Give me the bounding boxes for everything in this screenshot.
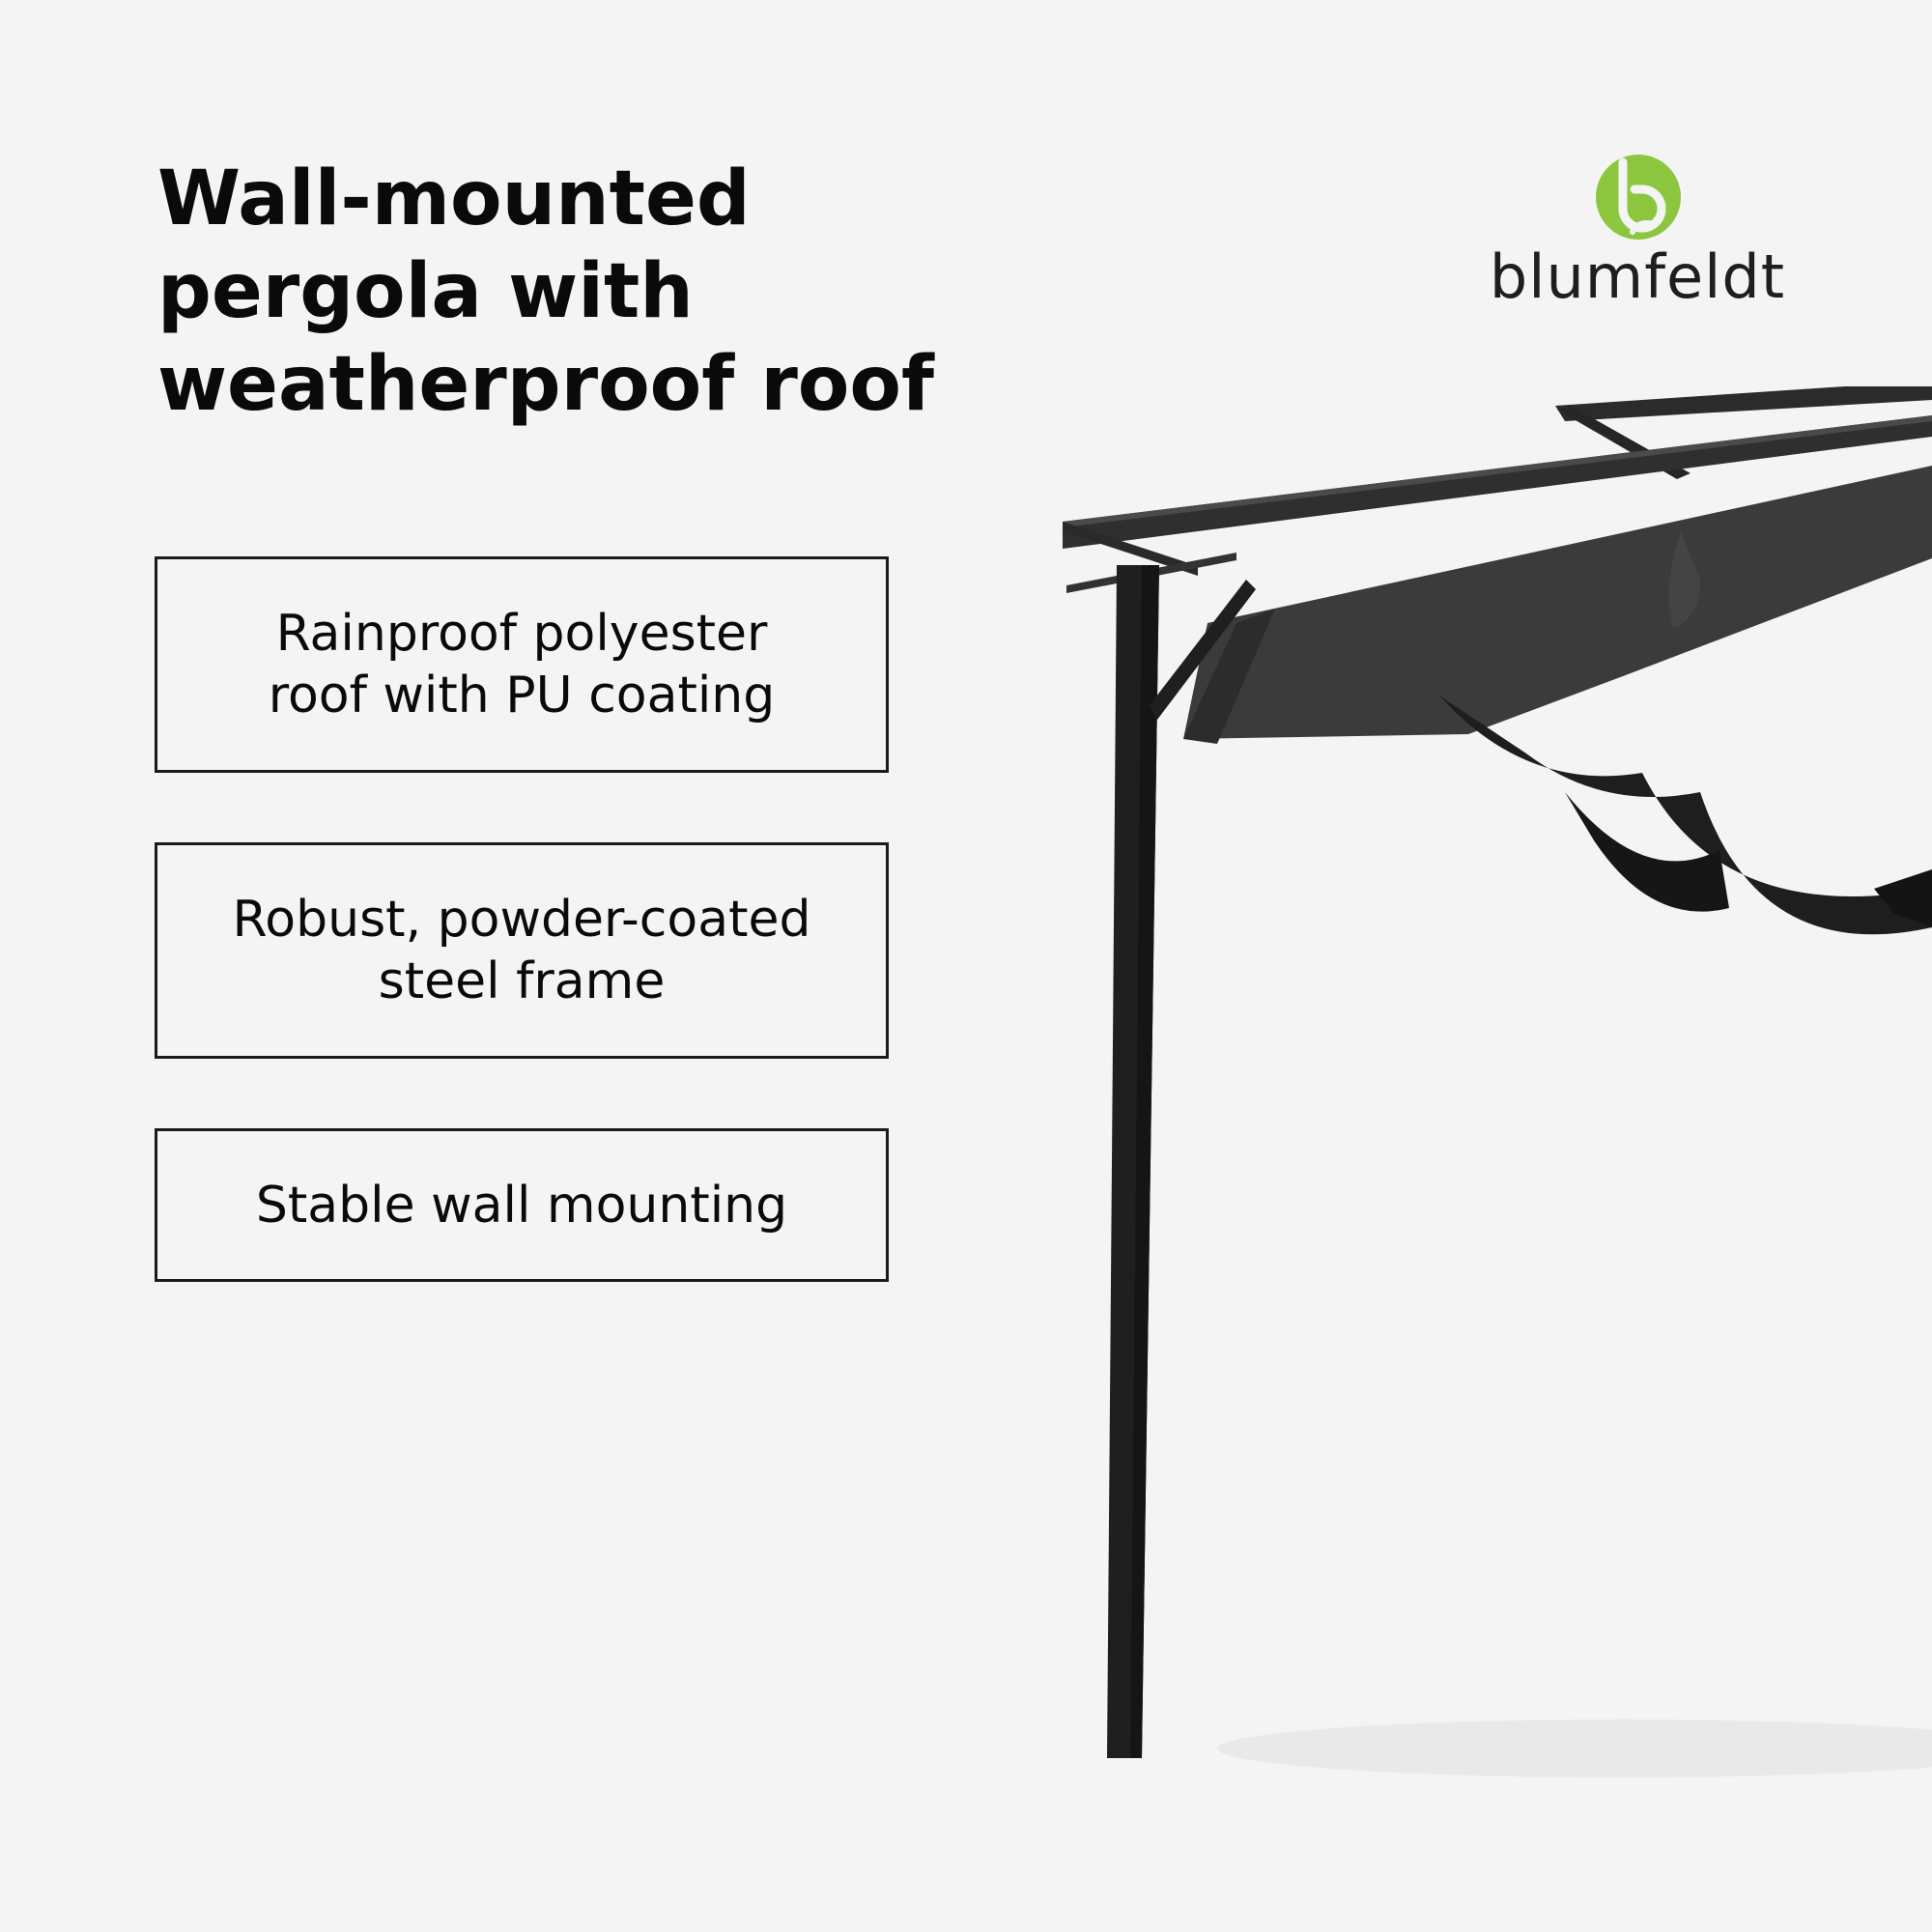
- feature-text: Stable wall mounting: [255, 1176, 788, 1235]
- blumfeldt-logo-icon: [1596, 155, 1681, 240]
- feature-text: roof with PU coating: [268, 667, 776, 724]
- headline-line-2: pergola with: [157, 248, 694, 335]
- feature-box-mounting: Stable wall mounting: [155, 1128, 889, 1282]
- feature-text: Rainproof polyester: [275, 605, 768, 663]
- pergola-illustration-icon: [1063, 386, 1932, 1777]
- brand-name: blumfeldt: [1489, 242, 1786, 312]
- feature-text: steel frame: [378, 952, 666, 1010]
- page-title: Wall-mounted pergola with weatherproof r…: [157, 153, 950, 431]
- headline-line-3: weatherproof roof: [157, 341, 934, 428]
- feature-box-roof: Rainproof polyester roof with PU coating: [155, 556, 889, 773]
- brand-logo: blumfeldt: [1468, 145, 1874, 319]
- feature-box-frame: Robust, powder-coated steel frame: [155, 842, 889, 1059]
- feature-text: Robust, powder-coated: [232, 891, 811, 949]
- headline-line-1: Wall-mounted: [157, 156, 751, 242]
